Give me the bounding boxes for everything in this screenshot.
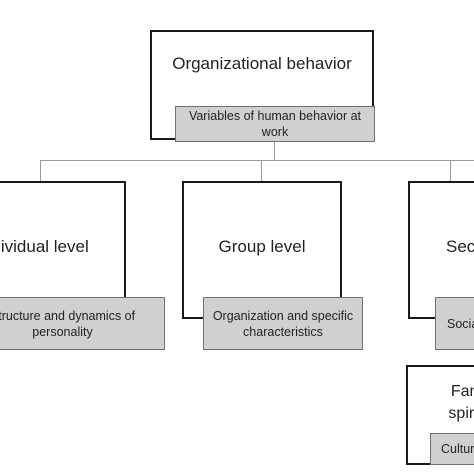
individual-level-tag: Structure and dynamics of personality: [0, 297, 165, 350]
group-level-title: Group level: [218, 237, 306, 256]
individual-level-tag-text: Structure and dynamics of personality: [0, 308, 136, 339]
group-level-tag: Organization and specific characteristic…: [203, 297, 363, 350]
connector-sector: [450, 160, 451, 181]
sector-level-tag-text: Social: [447, 316, 474, 331]
connector-horizontal: [40, 160, 474, 161]
root-tag: Variables of human behavior at work: [175, 106, 375, 142]
sector-level-tag: Social: [435, 297, 474, 350]
individual-level-box: Individual level: [0, 181, 126, 319]
connector-individual: [40, 160, 41, 181]
extra-tag: Cultural: [430, 433, 474, 465]
root-title: Organizational behavior: [172, 54, 352, 73]
connector-root-down: [274, 140, 275, 160]
extra-tag-text: Cultural: [441, 442, 474, 456]
group-level-box: Group level: [182, 181, 342, 319]
group-level-tag-text: Organization and specific characteristic…: [212, 308, 354, 339]
sector-level-box: Sector level: [408, 181, 474, 319]
sector-level-title: Sector level: [446, 237, 474, 256]
extra-title: Family, spiritual: [448, 383, 474, 422]
connector-group: [261, 160, 262, 181]
root-tag-text: Variables of human behavior at work: [188, 109, 362, 139]
individual-level-title: Individual level: [0, 237, 89, 256]
